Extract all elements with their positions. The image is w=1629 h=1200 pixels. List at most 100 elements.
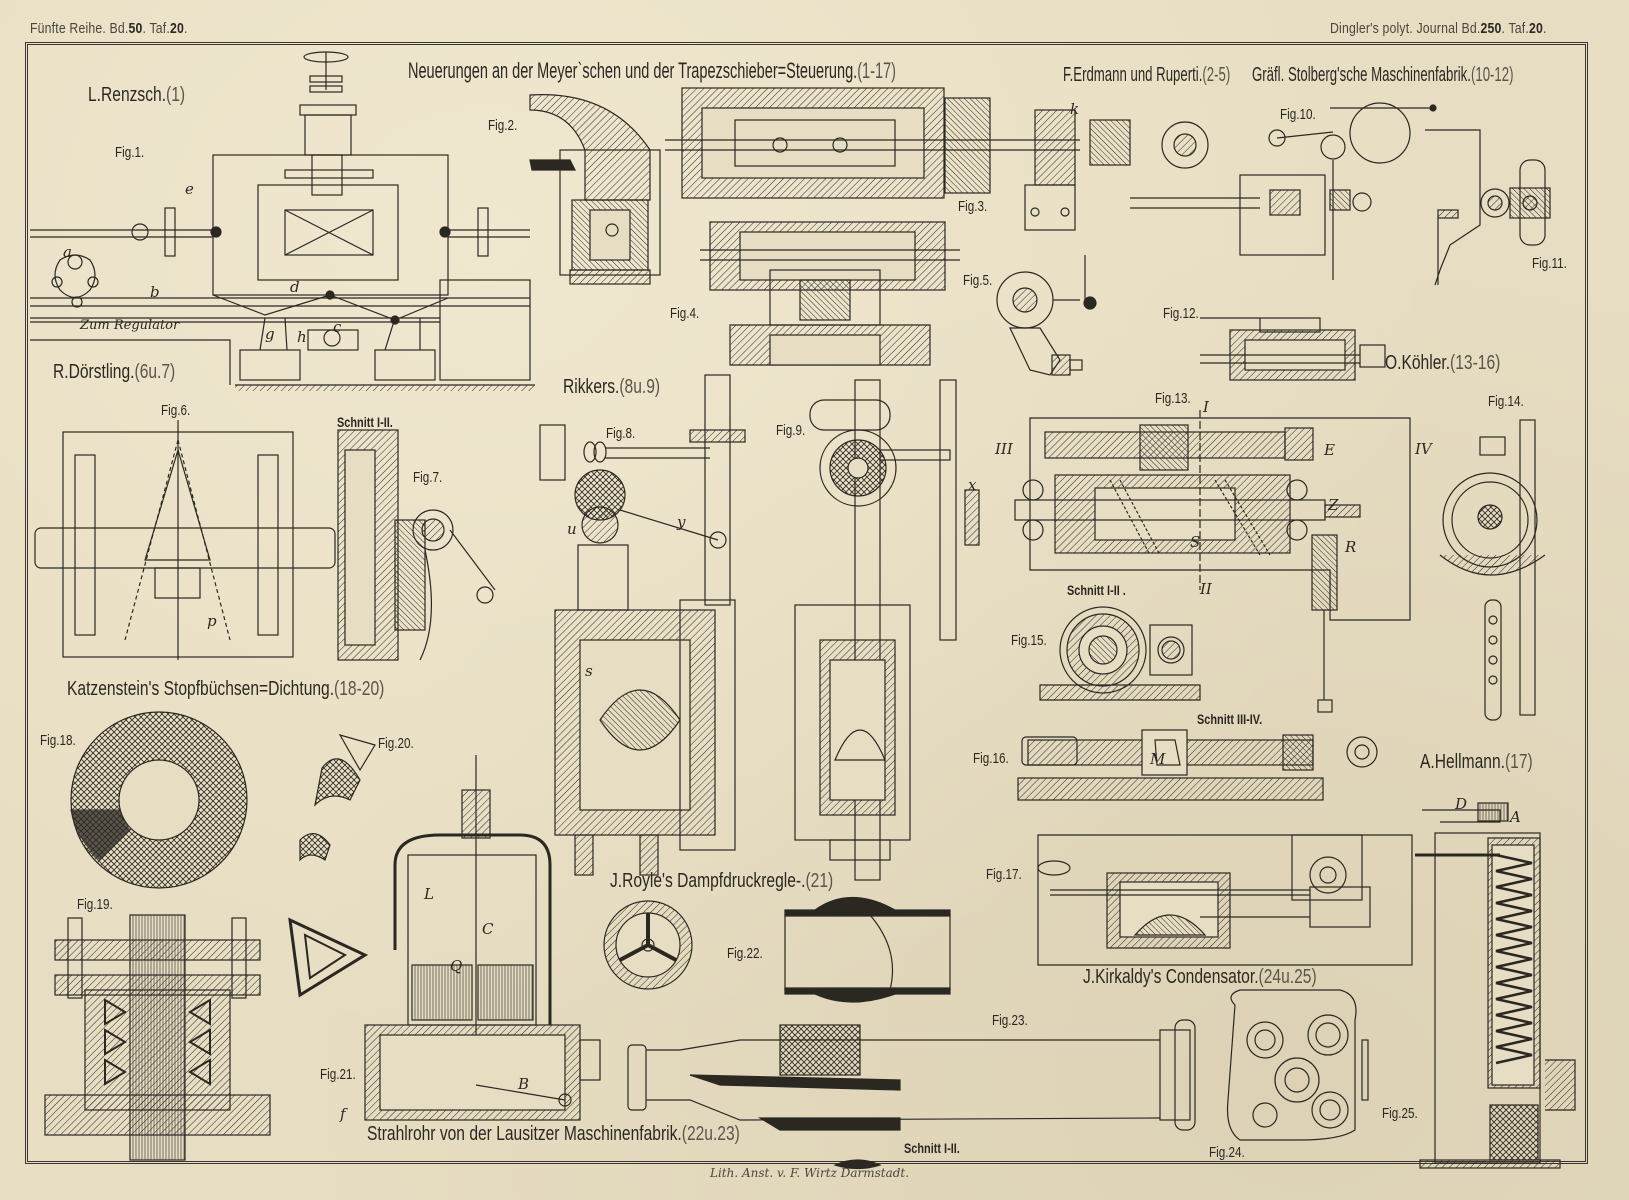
fig23-label: Fig.23. [992, 1012, 1028, 1029]
fig23-drawing [627, 1019, 1196, 1170]
fig16-drawing [1017, 729, 1378, 801]
part-letter: c [333, 318, 342, 336]
part-letter: III [995, 440, 1013, 458]
header-left-prefix: Fünfte Reihe. Bd. [30, 20, 129, 37]
maker-name: Katzenstein's Stopfbüchsen=Dichtung. [67, 678, 335, 700]
fig7-label: Fig.7. [413, 469, 443, 486]
maker-erdmann-ruperti: F.Erdmann und Ruperti.(2-5) [1063, 64, 1230, 87]
maker-name: Strahlrohr von der Lausitzer Maschinenfa… [367, 1123, 682, 1145]
fig9-drawing [794, 379, 980, 881]
fig8-label: Fig.8. [606, 425, 636, 442]
fig11-label: Fig.11. [1532, 255, 1567, 272]
maker-rikkers: Rikkers.(8u.9) [563, 376, 660, 399]
fig14-label: Fig.14. [1488, 393, 1524, 410]
fig21-drawing [364, 755, 601, 1121]
maker-ref: (1) [166, 84, 186, 106]
maker-name: A.Hellmann. [1420, 751, 1505, 773]
maker-name: L.Renzsch. [88, 84, 167, 106]
maker-ref: (24u.25) [1258, 966, 1317, 988]
fig2-drawing [529, 94, 661, 285]
part-letter: p [207, 612, 217, 630]
header-right-suffix: . [1542, 20, 1547, 37]
fig23-section-caption: Schnitt I-II. [904, 1140, 960, 1156]
maker-name: J.Kirkaldy's Condensator. [1083, 966, 1259, 988]
part-letter: u [567, 520, 577, 538]
part-letter: y [677, 513, 686, 531]
maker-ref: (17) [1504, 751, 1533, 773]
maker-renzsch: L.Renzsch.(1) [88, 84, 185, 107]
header-right-prefix: Dingler's polyt. Journal Bd. [1330, 20, 1481, 37]
part-letter: IV [1415, 440, 1432, 458]
fig24-label: Fig.24. [1209, 1144, 1245, 1161]
maker-hellmann: A.Hellmann.(17) [1420, 751, 1533, 774]
fig1-label: Fig.1. [115, 144, 145, 161]
maker-lausitzer: Strahlrohr von der Lausitzer Maschinenfa… [367, 1123, 740, 1146]
fig10-label: Fig.10. [1280, 106, 1316, 123]
fig12-drawing [1200, 317, 1386, 381]
maker-ref: (13-16) [1450, 352, 1501, 374]
fig11-drawing [1425, 129, 1551, 286]
part-letter: M [1150, 750, 1166, 768]
maker-ref: (22u.23) [681, 1123, 740, 1145]
fig17-drawing [1037, 834, 1413, 966]
plate-title-text: Neuerungen an der Meyer`schen und der Tr… [408, 58, 858, 83]
fig15-drawing [1039, 606, 1201, 701]
part-letter: h [297, 328, 307, 346]
maker-koehler: O.Köhler.(13-16) [1385, 352, 1500, 375]
maker-name: Rikkers. [563, 376, 620, 398]
fig4-label: Fig.4. [670, 305, 700, 322]
lithographer-imprint: Lith. Anst. v. F. Wirtz Darmstadt. [710, 1166, 910, 1180]
fig10-drawing [1130, 102, 1437, 280]
fig15-label: Fig.15. [1011, 632, 1047, 649]
fig1-drawing [30, 51, 535, 391]
fig7-section-caption: Schnitt I-II. [337, 414, 393, 430]
fig19-drawing [44, 914, 271, 1161]
header-right-mid: . Taf. [1501, 20, 1529, 37]
header-left-plate: 20 [169, 20, 184, 37]
maker-stolberg: Gräfl. Stolberg'sche Maschinenfabrik.(10… [1252, 64, 1514, 87]
fig15-section-caption: Schnitt I-II . [1067, 582, 1126, 598]
fig20-label: Fig.20. [378, 735, 414, 752]
part-letter: d [290, 278, 300, 296]
fig2-label: Fig.2. [488, 117, 518, 134]
maker-ref: (10-12) [1470, 64, 1514, 86]
fig16-section-caption: Schnitt III-IV. [1197, 711, 1263, 727]
fig25-label: Fig.25. [1382, 1105, 1418, 1122]
part-letter: I [1203, 398, 1209, 416]
part-letter: E [1324, 441, 1335, 459]
fig12-label: Fig.12. [1163, 305, 1199, 322]
part-letter: k [1070, 100, 1080, 118]
fig22-drawing [603, 896, 951, 1003]
fig20-drawing [288, 734, 376, 998]
fig18-label: Fig.18. [40, 732, 76, 749]
part-letter: A [1510, 808, 1521, 826]
maker-doerstling: R.Dörstling.(6u.7) [53, 361, 175, 384]
fig19-label: Fig.19. [77, 896, 113, 913]
fig13-drawing [1014, 410, 1411, 713]
plate-title: Neuerungen an der Meyer`schen und der Tr… [408, 58, 896, 84]
fig6-drawing [34, 420, 336, 660]
maker-katzenstein: Katzenstein's Stopfbüchsen=Dichtung.(18-… [67, 678, 384, 701]
fig5-drawing [996, 255, 1097, 376]
part-letter: L [424, 885, 434, 903]
part-letter: e [185, 180, 194, 198]
part-letter: S [1190, 533, 1201, 551]
maker-ref: (8u.9) [619, 376, 661, 398]
maker-kirkaldy: J.Kirkaldy's Condensator.(24u.25) [1083, 966, 1317, 989]
part-letter: II [1200, 580, 1212, 598]
part-letter: a [63, 243, 72, 261]
maker-ref: (18-20) [334, 678, 385, 700]
part-letter: Z [1328, 496, 1339, 514]
fig24-drawing [1226, 989, 1369, 1141]
fig25-drawing [1415, 802, 1576, 1169]
part-letter: x [968, 476, 977, 494]
plate-title-ref: (1-17) [857, 58, 896, 83]
fig7-drawing [337, 429, 496, 661]
part-letter: B [518, 1075, 530, 1093]
header-left-suffix: . [183, 20, 188, 37]
fig18-drawing [70, 711, 248, 889]
part-letter: g [265, 325, 275, 343]
header-left-mid: . Taf. [142, 20, 170, 37]
fig13-label: Fig.13. [1155, 390, 1191, 407]
